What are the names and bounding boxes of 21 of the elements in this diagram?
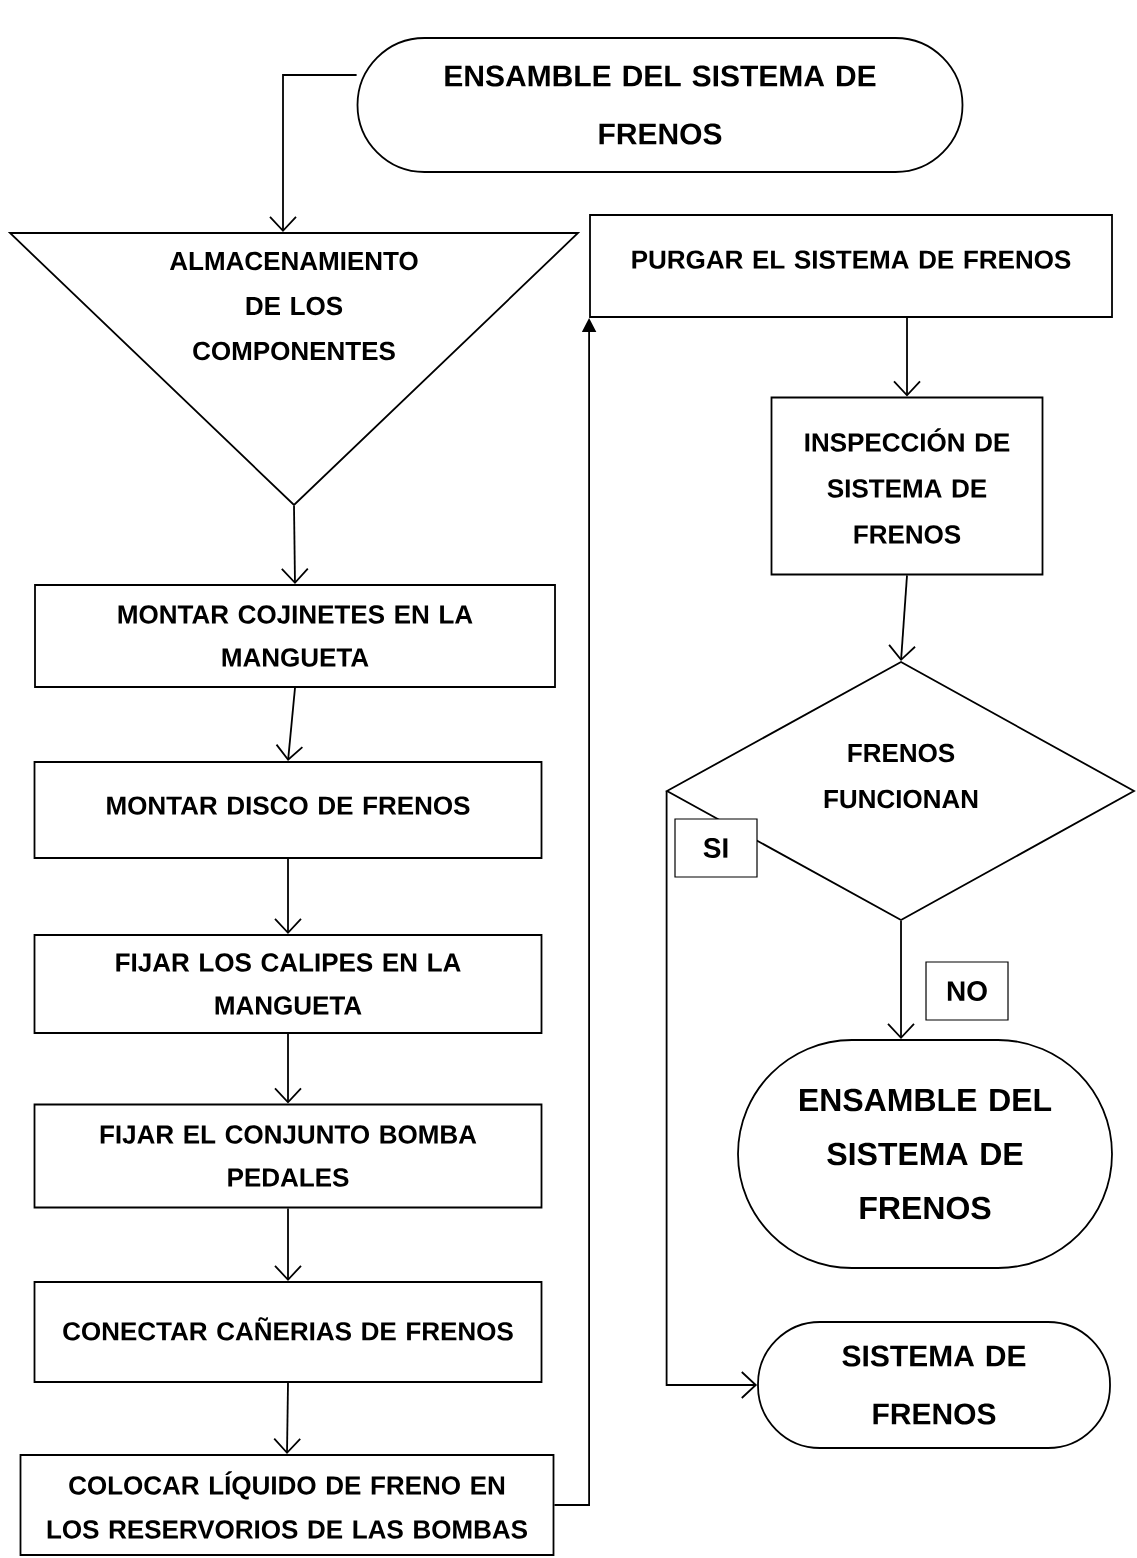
arrow [274, 858, 302, 935]
arrow [274, 1033, 302, 1104]
arrow [280, 505, 309, 585]
arrow [274, 1207, 302, 1282]
arrow [893, 317, 921, 397]
process-box: FIJAR EL CONJUNTO BOMBA PEDALES [33, 1103, 543, 1209]
arrow [273, 1382, 302, 1455]
arrow [275, 687, 304, 762]
process-box: MONTAR DISCO DE FRENOS [33, 761, 543, 859]
arrow [269, 74, 358, 233]
process-box: COLOCAR LÍQUIDO DE FRENO EN LOS RESERVORIOS DE LAS BOMBAS [19, 1454, 555, 1556]
process-box: FIJAR LOS CALIPES EN LA MANGUETA [33, 934, 543, 1034]
arrow [887, 920, 915, 1040]
edge-label: SI [674, 818, 758, 878]
process-box: CONECTAR CAÑERIAS DE FRENOS [33, 1281, 543, 1383]
process-box: MONTAR COJINETES EN LA MANGUETA [34, 584, 556, 688]
edge-label: NO [925, 961, 1009, 1021]
arrow [888, 574, 916, 662]
arrow [665, 790, 758, 1399]
process-box: PURGAR EL SISTEMA DE FRENOS [589, 214, 1113, 318]
process-box: INSPECCIÓN DE SISTEMA DE FRENOS [770, 396, 1044, 576]
